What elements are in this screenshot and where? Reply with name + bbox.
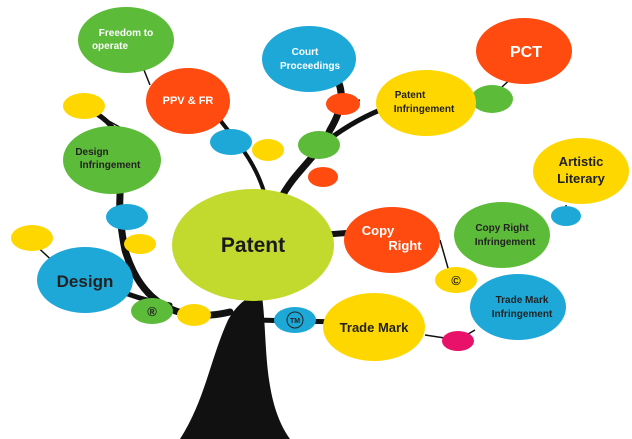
dot-yellow-left (124, 234, 156, 254)
node-design-infringement: Design Infringement (63, 126, 161, 194)
dot-orange-center (308, 167, 338, 187)
node-trade-mark: Trade Mark (323, 293, 425, 361)
dot-yellow-topleft (63, 93, 105, 119)
node-trademark-symbol: TM (274, 307, 316, 333)
tree-trunk (180, 295, 290, 439)
dot-yellow-bottom (177, 304, 211, 326)
decorative-dots (11, 85, 581, 351)
branch-right-upper (276, 66, 345, 204)
node-patent: Patent (172, 189, 334, 301)
node-freedom-to-operate: Freedom to operate (78, 7, 174, 73)
node-design: Design (37, 247, 133, 313)
node-court-proceedings: Court Proceedings (262, 26, 356, 92)
dot-green-pct (471, 85, 513, 113)
node-trade-mark-infringement: Trade Mark Infringement (470, 274, 566, 340)
node-patent-infringement: Patent Infringement (376, 70, 476, 136)
node-copy-right-infringement: Copy Right Infringement (454, 202, 550, 268)
dot-blue-artistic (551, 206, 581, 226)
dot-yellow-farleft (11, 225, 53, 251)
node-ppv-fr: PPV & FR (146, 68, 230, 134)
dot-yellow-ppv (252, 139, 284, 161)
node-artistic-literary: Artistic Literary (533, 138, 629, 204)
node-copy-right: Copy Right (344, 207, 440, 273)
node-pct: PCT (476, 18, 572, 84)
dot-green-court (298, 131, 340, 159)
dot-blue-ppv (210, 129, 252, 155)
node-copyright-symbol: © (435, 267, 477, 293)
dot-orange-court (326, 93, 360, 115)
dot-blue-left (106, 204, 148, 230)
dot-pink-trademark (442, 331, 474, 351)
node-registered-symbol: ® (131, 298, 173, 324)
